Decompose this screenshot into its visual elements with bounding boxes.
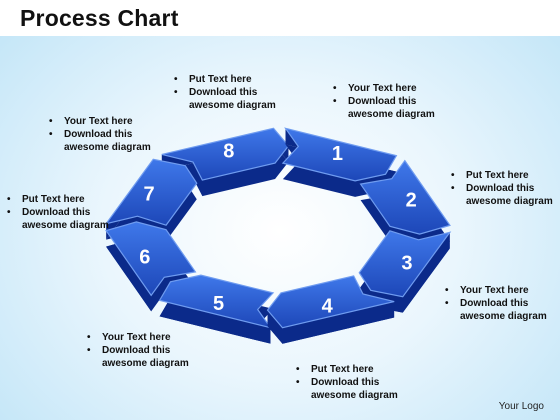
note-line: Your Text here [46,115,164,128]
segment-outer-wall [267,301,395,344]
segment-number-label: 5 [213,293,224,315]
segment-number-label: 4 [322,295,334,317]
segment-top-face [266,275,395,329]
segment-number-label: 8 [223,141,234,163]
process-segment-8: 8 [161,127,290,197]
note-line: Your Text here [84,331,202,344]
note-line: Download this awesome diagram [330,95,450,121]
segment-top-face [104,158,198,226]
note-line: Put Text here [4,193,116,206]
note-line: Put Text here [171,73,283,86]
note-line: Download this awesome diagram [84,344,202,370]
segment-number-label: 1 [332,143,343,165]
note-line: Put Text here [448,169,560,182]
note-line: Put Text here [293,363,411,376]
segment-number-label: 2 [406,189,417,211]
process-segment-2: 2 [359,159,451,251]
segment-top-face [161,127,290,181]
segment-top-face [358,230,452,298]
note-segment-4: Put Text here Download this awesome diag… [293,363,411,402]
note-segment-2: Put Text here Download this awesome diag… [448,169,560,208]
note-line: Download this awesome diagram [171,86,283,112]
note-line: Download this awesome diagram [4,206,116,232]
note-segment-7: Your Text here Download this awesome dia… [46,115,164,154]
segment-number-label: 7 [143,184,154,206]
note-line: Your Text here [442,284,560,297]
note-line: Download this awesome diagram [448,182,560,208]
note-segment-3: Your Text here Download this awesome dia… [442,284,560,323]
note-segment-6: Put Text here Download this awesome diag… [4,193,116,232]
note-segment-5: Your Text here Download this awesome dia… [84,331,202,370]
segment-top-face [359,159,451,235]
title-band [0,0,560,36]
segment-number-label: 6 [139,247,150,269]
process-segment-5: 5 [158,274,275,344]
note-segment-8: Put Text here Download this awesome diag… [171,73,283,112]
segment-outer-wall [159,281,271,344]
logo-text: Your Logo [498,401,544,412]
note-line: Your Text here [330,82,450,95]
segment-top-face [281,127,398,182]
page-title: Process Chart [20,5,179,31]
process-segment-4: 4 [266,275,395,344]
note-line: Download this awesome diagram [46,128,164,154]
segment-top-face [158,274,275,329]
segment-number-label: 3 [401,252,412,274]
segment-outer-wall [106,221,152,312]
note-line: Download this awesome diagram [442,297,560,323]
note-line: Download this awesome diagram [293,376,411,402]
note-segment-1: Your Text here Download this awesome dia… [330,82,450,121]
